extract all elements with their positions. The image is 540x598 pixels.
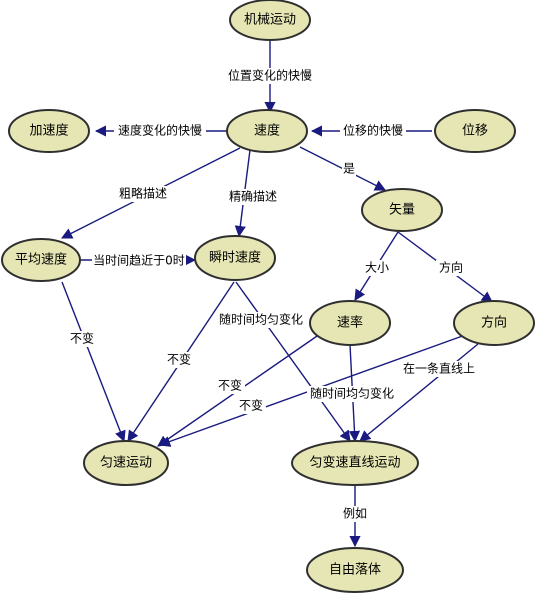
edge-average-to-uniform [61, 281, 126, 443]
svg-text:在一条直线上: 在一条直线上 [403, 362, 475, 376]
svg-text:大小: 大小 [365, 261, 389, 275]
svg-text:当时间趋近于0时: 当时间趋近于0时 [93, 254, 185, 268]
edge-label-unchanged-direction: 不变 [236, 398, 266, 414]
edge-label-precise-description: 精确描述 [226, 189, 280, 205]
svg-text:匀变速直线运动: 匀变速直线运动 [309, 455, 400, 471]
node-mechanical-motion[interactable]: 机械运动 [229, 0, 311, 41]
node-speed-rate[interactable]: 速率 [309, 300, 391, 346]
edge-label-unchanged-instantaneous: 不变 [164, 352, 194, 368]
edge-label-position-change-rate: 位置变化的快慢 [225, 68, 315, 84]
edge-label-unchanged-average: 不变 [67, 331, 97, 347]
svg-text:粗略描述: 粗略描述 [119, 186, 167, 201]
edge-label-uniform-change-instantaneous: 随时间均匀变化 [216, 312, 306, 328]
node-direction[interactable]: 方向 [453, 300, 535, 346]
node-displacement[interactable]: 位移 [434, 109, 516, 153]
edge-label-velocity-change-rate: 速度变化的快慢 [114, 123, 206, 139]
node-average-velocity[interactable]: 平均速度 [1, 238, 81, 282]
svg-text:是: 是 [343, 162, 355, 176]
edge-label-displacement-change-rate: 位移的快慢 [340, 123, 406, 139]
edge-direction-to-uvlm [359, 343, 479, 442]
svg-text:随时间均匀变化: 随时间均匀变化 [219, 312, 303, 327]
svg-text:速度: 速度 [254, 123, 280, 139]
svg-text:方向: 方向 [481, 315, 507, 331]
svg-text:自由落体: 自由落体 [329, 563, 381, 578]
edge-instantaneous-to-uvlm [235, 281, 351, 442]
node-acceleration[interactable]: 加速度 [8, 109, 90, 153]
edge-label-direction: 方向 [436, 260, 466, 276]
svg-text:方向: 方向 [439, 260, 463, 275]
node-uniform-motion[interactable]: 匀速运动 [83, 440, 169, 486]
edge-label-on-straight-line: 在一条直线上 [400, 361, 478, 377]
svg-text:位移的快慢: 位移的快慢 [343, 123, 403, 138]
svg-text:加速度: 加速度 [29, 123, 68, 139]
svg-text:位置变化的快慢: 位置变化的快慢 [228, 68, 312, 83]
svg-text:速度变化的快慢: 速度变化的快慢 [118, 123, 202, 138]
svg-text:不变: 不变 [70, 331, 94, 346]
svg-text:例如: 例如 [343, 506, 367, 521]
svg-text:机械运动: 机械运动 [244, 13, 296, 28]
svg-text:不变: 不变 [239, 398, 263, 413]
node-vector[interactable]: 矢量 [361, 188, 443, 232]
svg-text:匀速运动: 匀速运动 [100, 456, 152, 471]
edge-label-rough-description: 粗略描述 [116, 186, 170, 202]
node-uniform-variable-linear-motion[interactable]: 匀变速直线运动 [291, 440, 419, 486]
edge-label-for-example: 例如 [340, 506, 370, 522]
node-free-fall[interactable]: 自由落体 [306, 547, 404, 593]
edge-label-is: 是 [342, 161, 356, 177]
edge-label-time-approaches-zero: 当时间趋近于0时 [92, 253, 186, 269]
node-instantaneous-velocity[interactable]: 瞬时速度 [194, 235, 276, 281]
edge-label-unchanged-rate: 不变 [215, 378, 245, 394]
svg-text:速率: 速率 [337, 315, 363, 331]
svg-text:位移: 位移 [462, 124, 488, 139]
svg-text:矢量: 矢量 [389, 203, 415, 218]
svg-text:瞬时速度: 瞬时速度 [209, 250, 261, 266]
svg-text:不变: 不变 [167, 352, 191, 367]
svg-text:平均速度: 平均速度 [15, 252, 67, 268]
svg-text:精确描述: 精确描述 [229, 190, 277, 204]
node-velocity[interactable]: 速度 [226, 109, 308, 153]
svg-text:不变: 不变 [218, 378, 242, 393]
svg-text:随时间均匀变化: 随时间均匀变化 [310, 386, 394, 401]
edge-label-uniform-change-rate: 随时间均匀变化 [307, 386, 397, 402]
edge-label-magnitude: 大小 [362, 260, 392, 276]
